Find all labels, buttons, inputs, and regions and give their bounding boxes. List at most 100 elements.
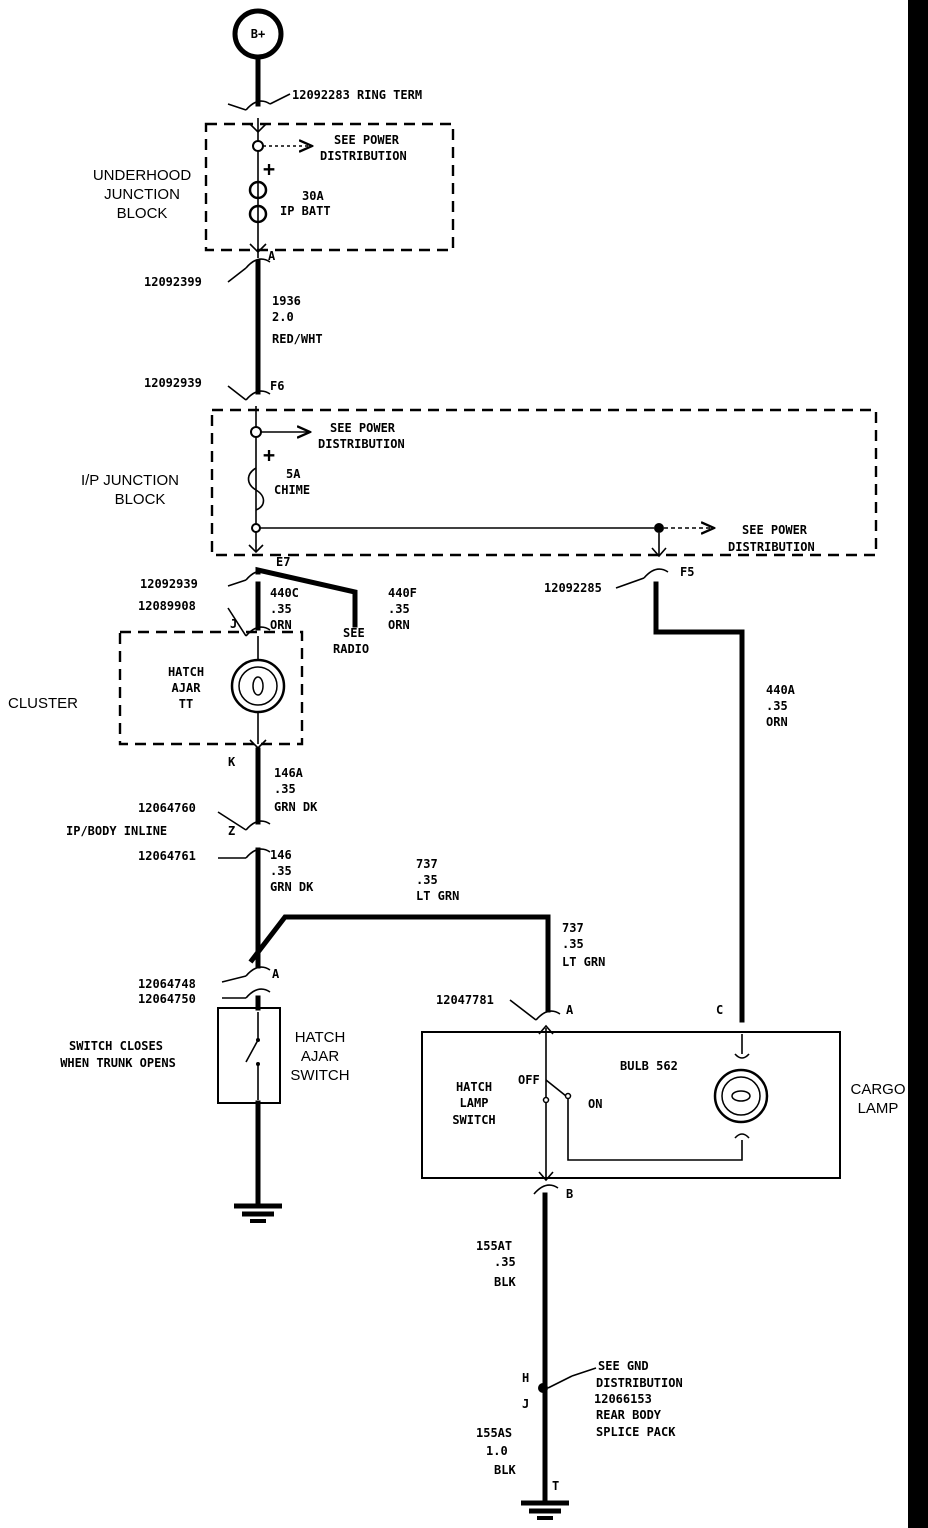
wire-440c-label: 440C .35 ORN: [270, 586, 299, 632]
diagram-text: DISTRIBUTION: [320, 149, 407, 163]
hatch-ajar-switch-label: HATCH AJAR SWITCH: [290, 1029, 349, 1084]
diagram-text: 155AT: [476, 1239, 512, 1253]
diagram-text: DISTRIBUTION: [318, 437, 405, 451]
diagram-text: 440A: [766, 683, 796, 697]
ipbody-inline-label: IP/BODY INLINE: [66, 824, 167, 838]
diagram-text: 5A: [286, 467, 301, 481]
diagram-text: ORN: [766, 715, 788, 729]
diagram-text: 737: [562, 921, 584, 935]
diagram-text: SEE POWER: [330, 421, 396, 435]
diagram-text: 737: [416, 857, 438, 871]
diagram-text: .35: [274, 782, 296, 796]
diagram-text: SEE: [343, 626, 365, 640]
connector-12092285: 12092285: [544, 581, 602, 595]
diagram-text: SWITCH: [290, 1067, 349, 1084]
wire-440f-label: 440F .35 ORN: [388, 586, 417, 632]
switch-on-label: ON: [588, 1097, 602, 1111]
diagram-text: HATCH: [295, 1029, 346, 1046]
hatch-ajar-switch: [217, 1007, 281, 1104]
wire-737a-label: 737 .35 LT GRN: [416, 857, 459, 903]
pin-B: B: [566, 1187, 573, 1201]
diagram-text: 440F: [388, 586, 417, 600]
see-gnd-label: SEE GND DISTRIBUTION 12066153 REAR BODY …: [594, 1359, 683, 1439]
switch-off-label: OFF: [518, 1073, 540, 1087]
diagram-text: 30A: [302, 189, 324, 203]
connector-12064748: 12064748: [138, 977, 196, 991]
pin-J2: J: [522, 1397, 529, 1411]
diagram-text: HATCH: [456, 1080, 492, 1094]
diagram-text: LT GRN: [416, 889, 459, 903]
ip-junction-labels: I/P JUNCTION BLOCK SEE POWER DISTRIBUTIO…: [81, 421, 815, 554]
diagram-text: RED/WHT: [272, 332, 323, 346]
diagram-text: 440C: [270, 586, 299, 600]
pin-K: K: [228, 755, 236, 769]
diagram-text: ORN: [388, 618, 410, 632]
connector-marks: [217, 93, 669, 1195]
diagram-text: .35: [416, 873, 438, 887]
diagram-text: .35: [562, 937, 584, 951]
underhood-junction-block: +: [204, 118, 455, 258]
cargo-lamp-label: CARGO LAMP: [850, 1081, 905, 1117]
diagram-text: .35: [494, 1255, 516, 1269]
diagram-text: WHEN TRUNK OPENS: [60, 1056, 176, 1070]
bulb-label: BULB 562: [620, 1059, 678, 1073]
wire-155as-label: 155AS 1.0 BLK: [476, 1426, 516, 1477]
plus-sign-1: +: [263, 157, 275, 181]
diagram-text: .35: [766, 699, 788, 713]
diagram-text: GRN DK: [274, 800, 318, 814]
battery-label: B+: [251, 27, 265, 41]
connector-12064761: 12064761: [138, 849, 196, 863]
connector-12064760: 12064760: [138, 801, 196, 815]
diagram-text: DISTRIBUTION: [728, 540, 815, 554]
diagram-text: SWITCH: [452, 1113, 495, 1127]
diagram-text: TT: [179, 697, 193, 711]
battery-source: B+: [232, 8, 284, 60]
hatch-ajar-tt-label: HATCH AJAR TT: [168, 665, 204, 711]
diagram-text: AJAR: [301, 1048, 340, 1065]
connector-12047781: 12047781: [436, 993, 494, 1007]
diagram-text: LAMP: [460, 1096, 489, 1110]
wire-1936-label: 1936 2.0 RED/WHT: [272, 294, 323, 346]
diagram-text: ORN: [270, 618, 292, 632]
cluster-block: [118, 630, 304, 750]
diagram-text: IP BATT: [280, 204, 331, 218]
diagram-text: DISTRIBUTION: [596, 1376, 683, 1390]
connector-12089908: 12089908: [138, 599, 196, 613]
diagram-text: 2.0: [272, 310, 294, 324]
diagram-text: SPLICE PACK: [596, 1425, 676, 1439]
diagram-text: 155AS: [476, 1426, 512, 1440]
pin-F6: F6: [270, 379, 284, 393]
grounds: [234, 1203, 597, 1520]
diagram-text: HATCH: [168, 665, 204, 679]
diagram-text: .35: [270, 602, 292, 616]
cluster-label: CLUSTER: [8, 695, 78, 712]
diagram-text: I/P JUNCTION: [81, 472, 179, 489]
plus-sign-2: +: [263, 443, 275, 467]
diagram-text: GRN DK: [270, 880, 314, 894]
diagram-text: LT GRN: [562, 955, 605, 969]
diagram-text: 1.0: [486, 1444, 508, 1458]
switch-closes-label: SWITCH CLOSES WHEN TRUNK OPENS: [60, 1039, 176, 1070]
diagram-text: 1936: [272, 294, 301, 308]
diagram-text: BLOCK: [117, 205, 168, 222]
diagram-text: BLOCK: [115, 491, 166, 508]
right-edge-bar: [908, 0, 928, 1528]
wire-737b-label: 737 .35 LT GRN: [562, 921, 605, 969]
pin-A3: A: [566, 1003, 574, 1017]
diagram-text: SWITCH CLOSES: [69, 1039, 163, 1053]
diagram-text: JUNCTION: [104, 186, 180, 203]
ring-term-label: 12092283 RING TERM: [292, 88, 422, 102]
diagram-text: CARGO: [850, 1081, 905, 1098]
pin-T: T: [552, 1479, 559, 1493]
ground-icon-right: [521, 1500, 569, 1520]
wire-440a-label: 440A .35 ORN: [766, 683, 796, 729]
wire-155at-label: 155AT .35 BLK: [476, 1239, 516, 1289]
diagram-text: RADIO: [333, 642, 369, 656]
pin-A1: A: [268, 249, 276, 263]
pin-E7: E7: [276, 555, 290, 569]
diagram-text: BLK: [494, 1463, 516, 1477]
diagram-text: SEE GND: [598, 1359, 649, 1373]
diagram-text: .35: [388, 602, 410, 616]
pin-C: C: [716, 1003, 723, 1017]
